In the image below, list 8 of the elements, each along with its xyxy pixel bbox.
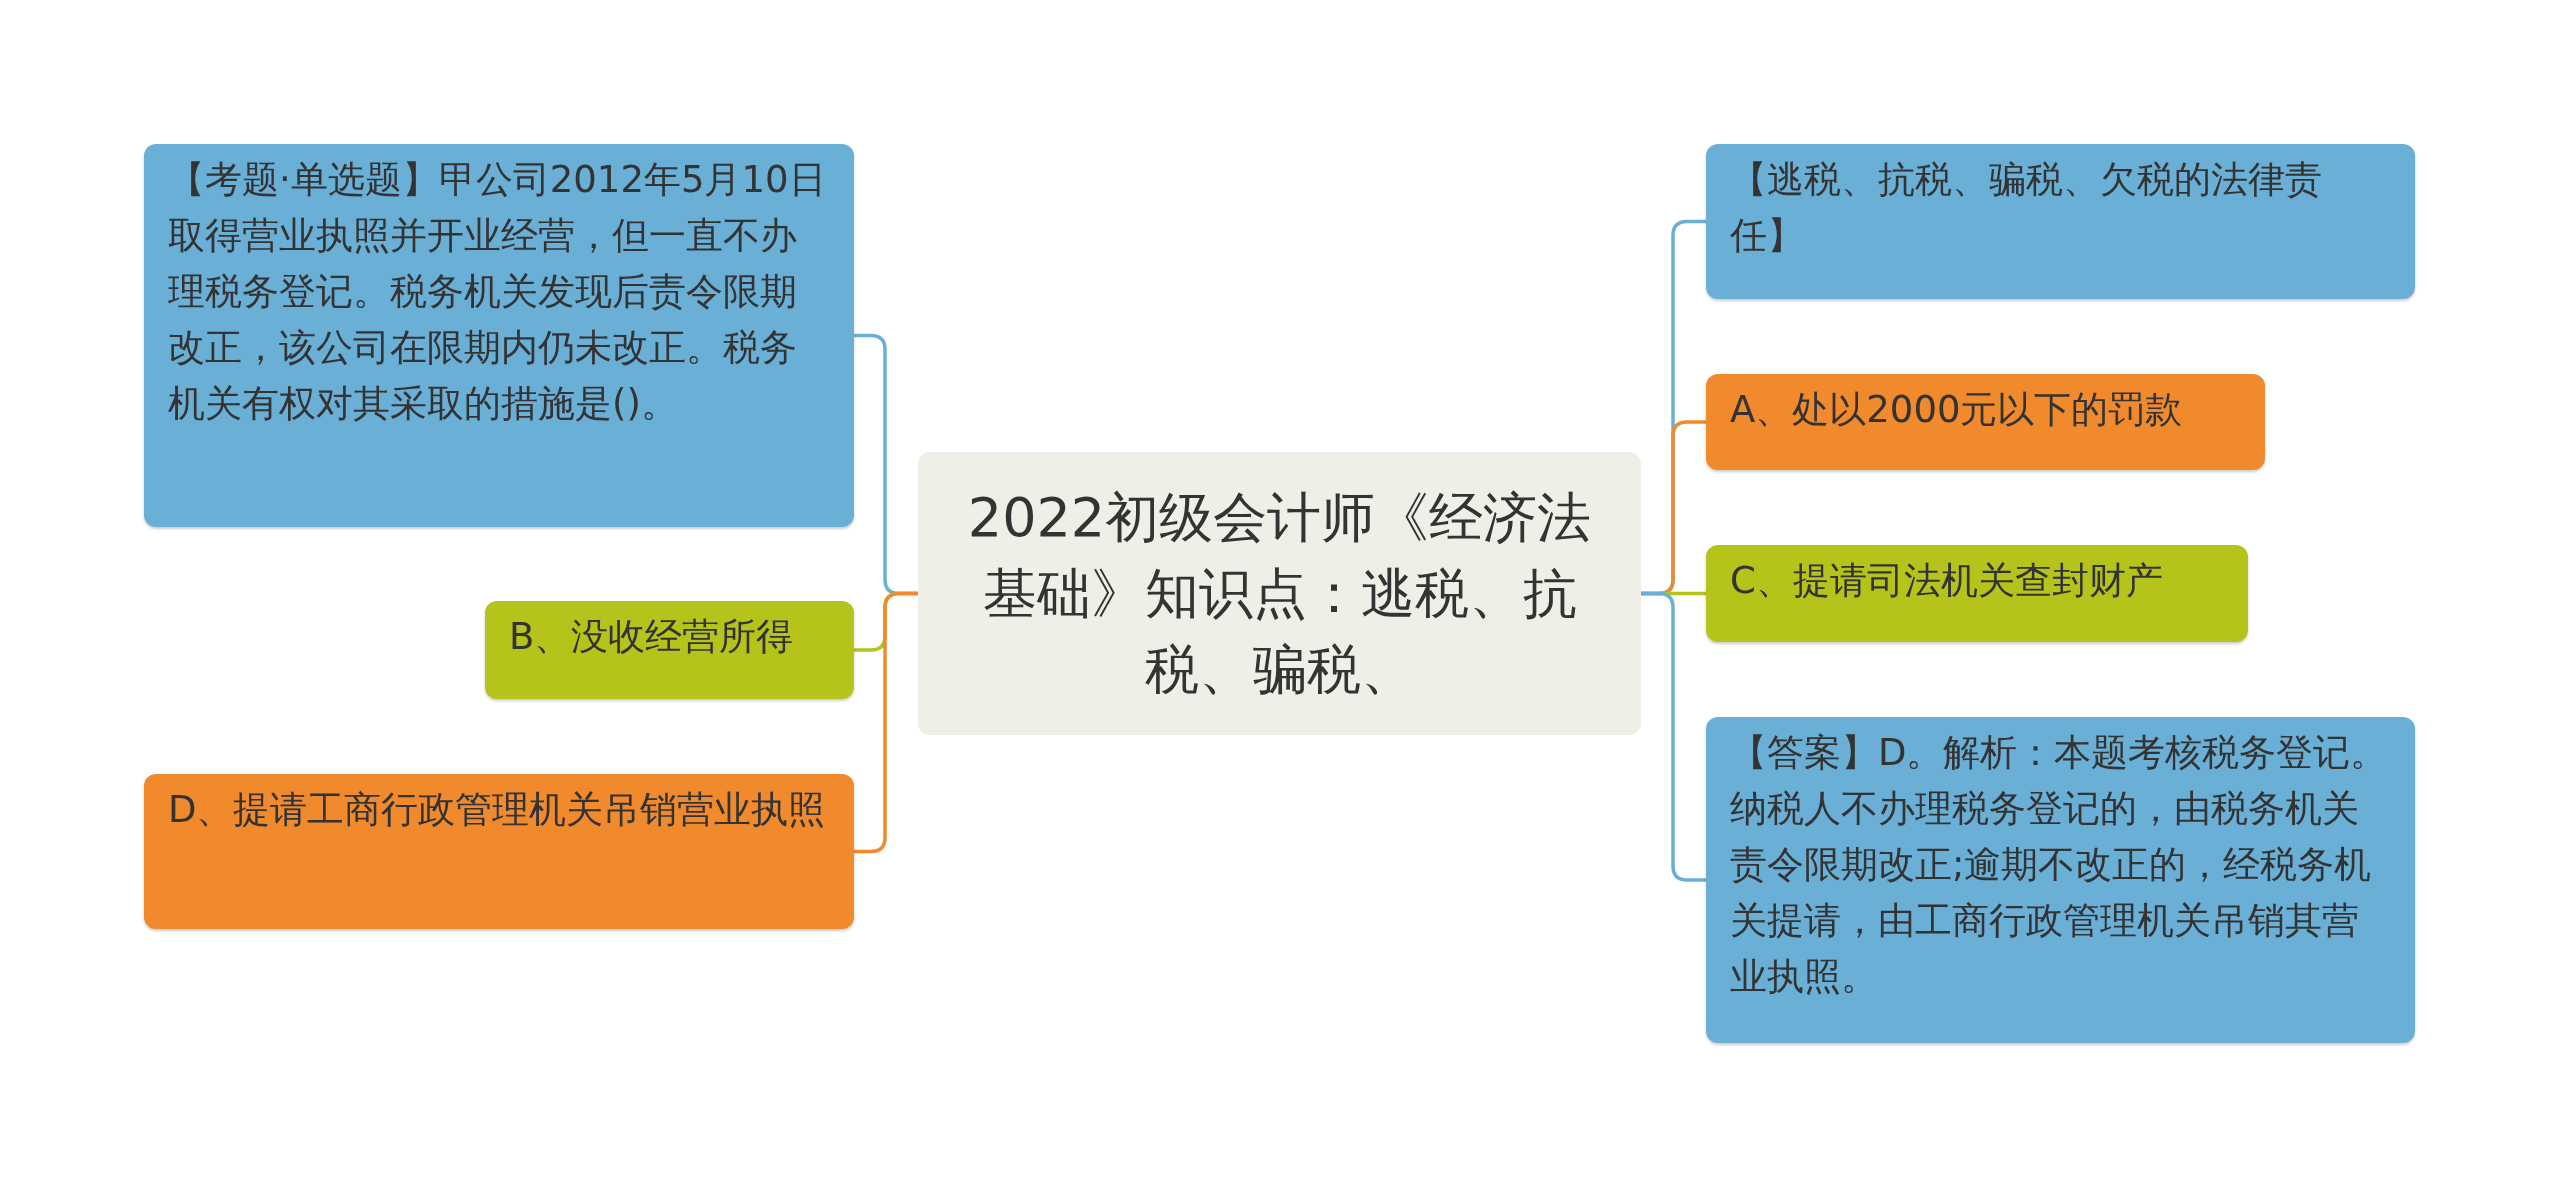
topic-box: 【答案】D。解析：本题考核税务登记。纳税人不办理税务登记的，由税务机关责令限期改正;逾期不改正的，经税务机关提请，由工商行政管理机关吊销其营业执照。: [1706, 717, 2415, 1043]
topic-box: 【逃税、抗税、骗税、欠税的法律责任】: [1706, 144, 2415, 299]
topic-box: D、提请工商行政管理机关吊销营业执照: [144, 774, 854, 929]
central-topic-box: 2022初级会计师《经济法基础》知识点：逃税、抗税、骗税、: [918, 452, 1641, 735]
topic-box: B、没收经营所得: [485, 601, 854, 699]
topic-box: A、处以2000元以下的罚款: [1706, 374, 2265, 470]
topic-box: 【考题·单选题】甲公司2012年5月10日取得营业执照并开业经营，但一直不办理税务登记。税务机关发现后责令限期改正，该公司在限期内仍未改正。税务机关有权对其采取的措施是()。: [144, 144, 854, 527]
topic-box: C、提请司法机关查封财产: [1706, 545, 2248, 642]
